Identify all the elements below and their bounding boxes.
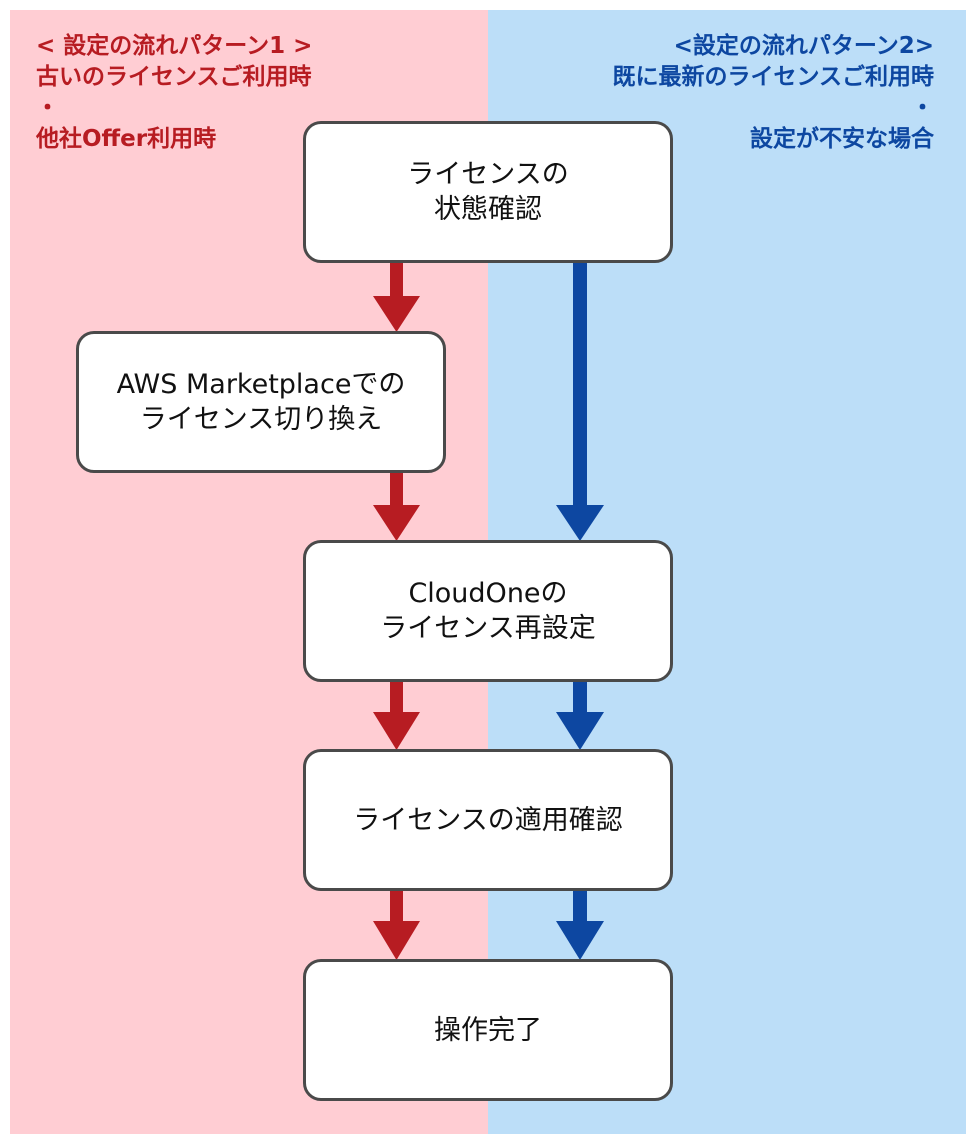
red-arrow-head-1 bbox=[373, 296, 420, 332]
step-complete-label: 操作完了 bbox=[434, 1014, 542, 1046]
blue-arrow-head-1 bbox=[556, 505, 604, 541]
step-confirm-apply-label: ライセンスの適用確認 bbox=[353, 804, 623, 836]
step-switch-marketplace-label: AWS Marketplaceでの ライセンス切り換え bbox=[116, 369, 406, 435]
red-arrow-shaft-2 bbox=[390, 471, 403, 507]
step-reset-cloudone: CloudOneの ライセンス再設定 bbox=[303, 540, 673, 682]
pattern2-condition2: 設定が不安な場合 bbox=[750, 126, 934, 152]
red-arrow-head-3 bbox=[373, 712, 420, 750]
pattern1-condition1: 古いのライセンスご利用時 bbox=[36, 64, 312, 90]
pattern1-title: < 設定の流れパターン1 > bbox=[36, 33, 313, 59]
red-arrow-head-4 bbox=[373, 921, 420, 960]
pattern2-title: <設定の流れパターン2> bbox=[673, 33, 934, 59]
blue-arrow-head-3 bbox=[556, 921, 604, 960]
step-complete: 操作完了 bbox=[303, 959, 673, 1101]
pattern1-heading: < 設定の流れパターン1 > 古いのライセンスご利用時 ・ 他社Offer利用時 bbox=[36, 31, 312, 155]
pattern2-heading: <設定の流れパターン2> 既に最新のライセンスご利用時 ・ 設定が不安な場合 bbox=[612, 31, 934, 155]
step-reset-cloudone-label: CloudOneの ライセンス再設定 bbox=[380, 578, 596, 644]
pattern2-condition1: 既に最新のライセンスご利用時 bbox=[612, 64, 934, 90]
blue-arrow-shaft-1 bbox=[573, 262, 587, 507]
pattern1-condition2: 他社Offer利用時 bbox=[36, 126, 217, 152]
red-arrow-shaft-4 bbox=[390, 889, 403, 923]
step-check-license: ライセンスの 状態確認 bbox=[303, 121, 673, 263]
red-arrow-head-2 bbox=[373, 505, 420, 541]
red-arrow-shaft-1 bbox=[390, 260, 403, 298]
step-confirm-apply: ライセンスの適用確認 bbox=[303, 749, 673, 891]
blue-arrow-shaft-2 bbox=[573, 680, 587, 714]
blue-arrow-shaft-3 bbox=[573, 889, 587, 923]
pattern1-separator: ・ bbox=[36, 95, 59, 121]
pattern2-separator: ・ bbox=[911, 95, 934, 121]
red-arrow-shaft-3 bbox=[390, 680, 403, 714]
step-switch-marketplace: AWS Marketplaceでの ライセンス切り換え bbox=[76, 331, 446, 473]
blue-arrow-head-2 bbox=[556, 712, 604, 750]
step-check-license-label: ライセンスの 状態確認 bbox=[407, 159, 569, 225]
